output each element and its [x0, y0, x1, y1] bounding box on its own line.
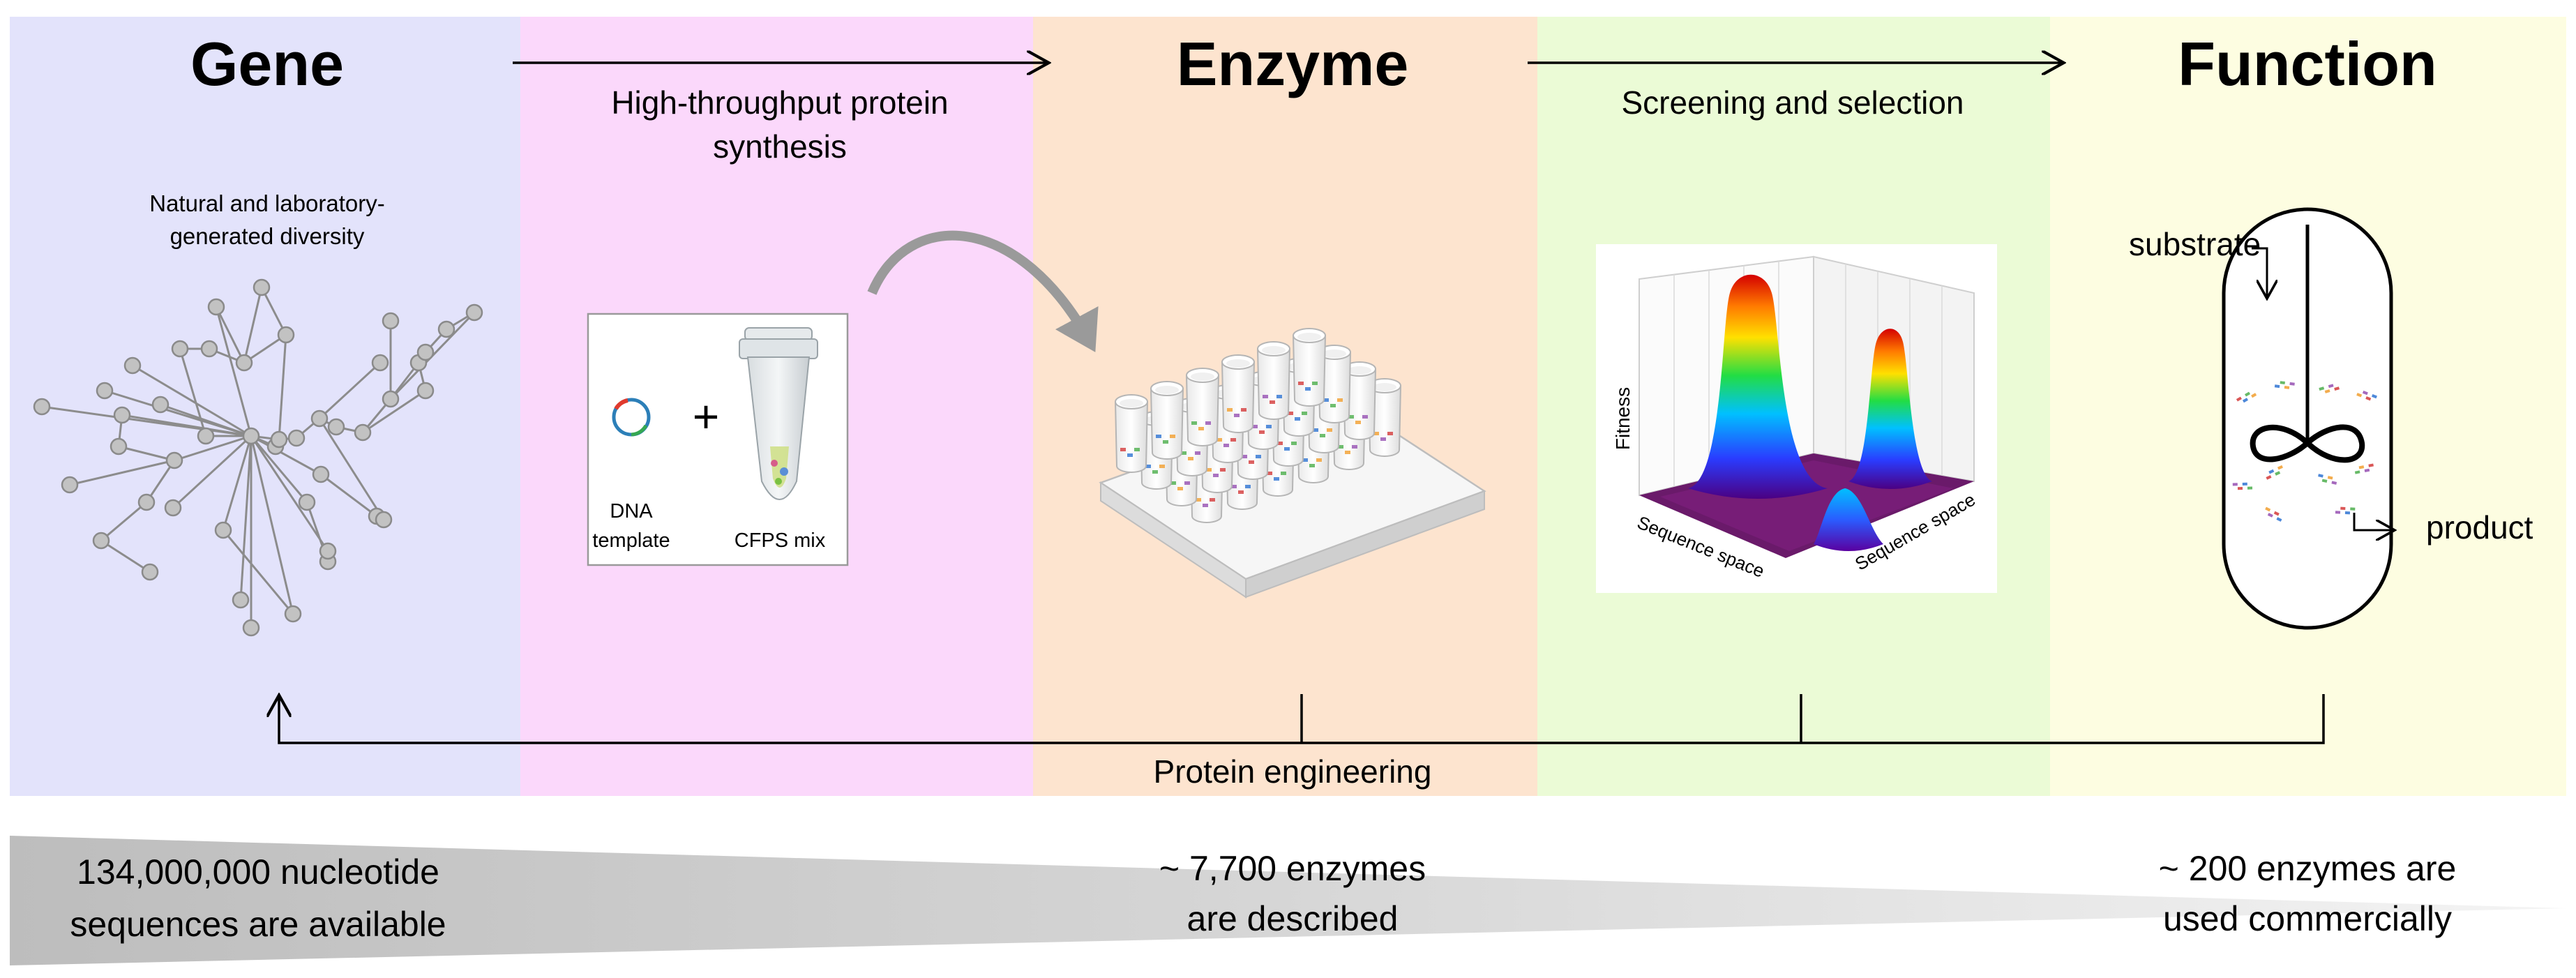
synthesis-arrow — [867, 230, 1099, 352]
label-product: product — [2426, 509, 2533, 546]
bioreactor-icon: substrate product — [2129, 207, 2533, 630]
footer-left-line2: sequences are available — [70, 905, 446, 944]
footer-left-line1: 134,000,000 nucleotide — [77, 852, 439, 892]
peak-small — [1814, 488, 1883, 551]
plasmid-icon — [612, 398, 651, 437]
plus-sign: + — [693, 391, 720, 442]
label-synthesis-line2: synthesis — [713, 128, 847, 165]
footer-mid-line2: are described — [1187, 899, 1399, 938]
label-screening: Screening and selection — [1622, 84, 1964, 121]
microcentrifuge-tube-icon — [739, 327, 818, 500]
label-dna-line1: DNA — [610, 500, 653, 522]
label-fitness: Fitness — [1612, 387, 1634, 450]
label-cfps: CFPS mix — [735, 529, 826, 552]
label-substrate: substrate — [2129, 226, 2261, 262]
footer-right-line1: ~ 200 enzymes are — [2159, 849, 2457, 888]
fitness-landscape-plot: Fitness Sequence space Sequence space — [1596, 244, 1997, 593]
cfps-inset: + DNA template CFPS mix — [587, 313, 849, 566]
peak-major — [1688, 274, 1828, 499]
footer-wedge: 134,000,000 nucleotide sequences are ava… — [10, 836, 2566, 965]
header-function: Function — [2178, 29, 2436, 98]
well-plate-icon — [1099, 328, 1486, 599]
network-graph-icon — [33, 278, 483, 637]
label-synthesis-line1: High-throughput protein — [611, 84, 948, 121]
label-diversity-line1: Natural and laboratory- — [149, 190, 385, 216]
footer-mid-line1: ~ 7,700 enzymes — [1159, 849, 1426, 888]
panel-gene — [10, 17, 520, 796]
label-diversity-line2: generated diversity — [170, 223, 365, 249]
footer-right-line2: used commercially — [2163, 899, 2452, 938]
label-protein-engineering: Protein engineering — [1154, 753, 1432, 790]
protein-engineering-loop: Protein engineering — [279, 694, 2325, 790]
header-gene: Gene — [190, 29, 344, 98]
peak-minor — [1848, 329, 1932, 489]
header-enzyme: Enzyme — [1177, 29, 1409, 98]
label-dna-line2: template — [592, 529, 670, 552]
